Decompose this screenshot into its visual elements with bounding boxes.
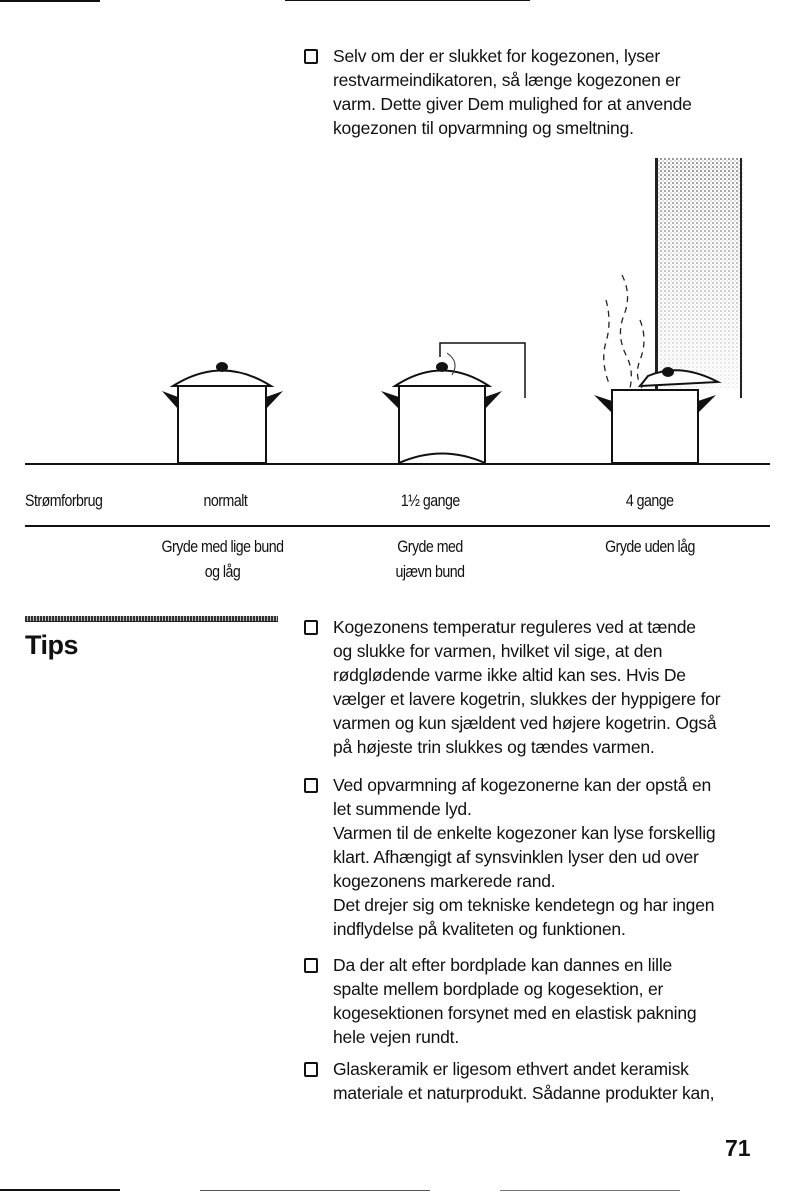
row-label: Strømforbrug (25, 492, 103, 510)
tips-line: Da der alt efter bordplade kan dannes en… (333, 955, 673, 975)
consumption-value: 1½ gange (400, 492, 460, 510)
tips-line: Ved opvarmning af kogezonerne kan der op… (333, 775, 712, 795)
caption-line: og låg (204, 563, 241, 581)
caption-line: Gryde med lige bund (161, 538, 284, 556)
checkbox-bullet-icon (304, 1062, 318, 1077)
pots-illustration (25, 158, 770, 465)
tips-line: rødglødende varme ikke altid kan ses. Hv… (333, 665, 686, 685)
tips-line: materiale et naturprodukt. Sådanne produ… (333, 1083, 715, 1103)
tips-rule (25, 616, 278, 622)
tips-line: indflydelse på kvaliteten og funktionen. (333, 919, 626, 939)
caption-line: Gryde med (397, 538, 463, 556)
caption-col-3: Gryde uden låg (570, 535, 730, 560)
tips-line: hele vejen rundt. (333, 1027, 459, 1047)
tips-line: varmen og kun sjældent ved højere kogetr… (333, 713, 717, 733)
consumption-col-1: normalt (160, 492, 290, 511)
tips-line: let summende lyd. (333, 799, 472, 819)
checkbox-bullet-icon (304, 958, 318, 973)
tips-line: Det drejer sig om tekniske kendetegn og … (333, 895, 715, 915)
top-rule-left (0, 0, 100, 2)
consumption-value: normalt (203, 492, 247, 510)
intro-bullet: Selv om der er slukket for kogezonen, ly… (300, 44, 770, 140)
caption-line: Gryde uden låg (605, 538, 695, 556)
tips-line: kogesektionen forsynet med en elastisk p… (333, 1003, 697, 1023)
checkbox-bullet-icon (304, 49, 318, 64)
caption-col-1: Gryde med lige bund og låg (130, 535, 315, 585)
tips-line: vælger et lavere kogetrin, slukkes der h… (333, 689, 721, 709)
caption-col-2: Gryde med ujævn bund (365, 535, 495, 585)
pot-flat-bottom-lid (162, 362, 283, 464)
caption-line: ujævn bund (395, 563, 465, 581)
tips-bullet-1: Kogezonens temperatur reguleres ved at t… (300, 615, 770, 759)
intro-line: kogezonen til opvarmning og smeltning. (333, 118, 634, 138)
pot-uneven-bottom (381, 342, 526, 465)
bottom-rule-right (500, 1190, 680, 1191)
intro-line: Selv om der er slukket for kogezonen, ly… (333, 46, 660, 66)
top-rule-right (285, 0, 530, 1)
tips-line: klart. Afhængigt af synsvinklen lyser de… (333, 847, 699, 867)
page-number: 71 (725, 1135, 751, 1161)
intro-line: varm. Dette giver Dem mulighed for at an… (333, 94, 692, 114)
tips-line: og slukke for varmen, hvilket vil sige, … (333, 641, 663, 661)
consumption-col-3: 4 gange (585, 492, 715, 511)
pot-without-lid (594, 158, 743, 464)
tips-line: Kogezonens temperatur reguleres ved at t… (333, 617, 696, 637)
consumption-col-2: 1½ gange (365, 492, 495, 511)
checkbox-bullet-icon (304, 778, 318, 793)
tips-bullet-4: Glaskeramik er ligesom ethvert andet ker… (300, 1057, 770, 1105)
intro-line: restvarmeindikatoren, så længe kogezonen… (333, 70, 681, 90)
tips-bullet-3: Da der alt efter bordplade kan dannes en… (300, 953, 770, 1049)
tips-line: Varmen til de enkelte kogezoner kan lyse… (333, 823, 716, 843)
tips-line: spalte mellem bordplade og kogesektion, … (333, 979, 664, 999)
tips-line: Glaskeramik er ligesom ethvert andet ker… (333, 1059, 689, 1079)
tips-heading: Tips (25, 630, 79, 660)
bottom-rule-left (0, 1189, 120, 1191)
tips-line: på højeste trin slukkes og tændes varmen… (333, 737, 655, 757)
tips-line: kogezonens markerede rand. (333, 871, 556, 891)
steam-lines (603, 274, 645, 389)
tips-bullet-2: Ved opvarmning af kogezonerne kan der op… (300, 773, 770, 941)
bottom-rule-mid (200, 1190, 430, 1191)
table-divider (25, 525, 770, 527)
checkbox-bullet-icon (304, 620, 318, 635)
consumption-value: 4 gange (626, 492, 674, 510)
